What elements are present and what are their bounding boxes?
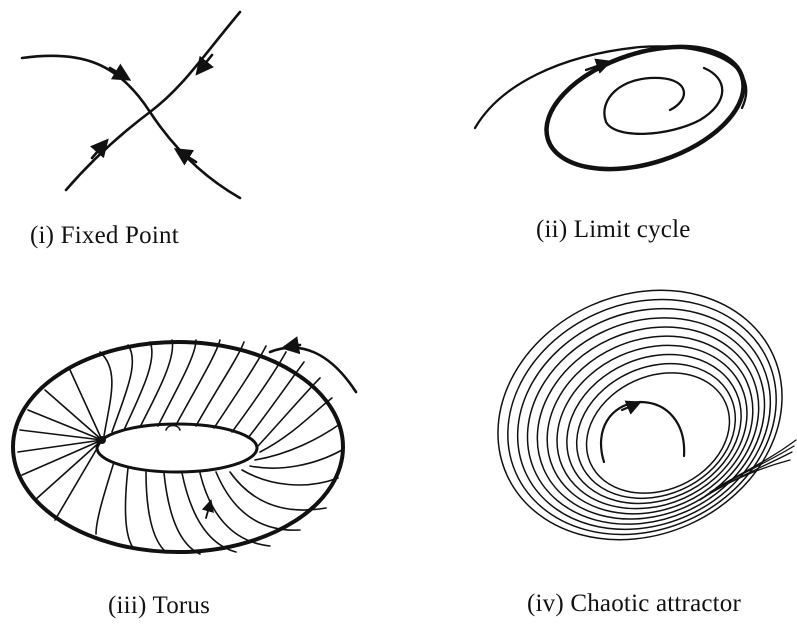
torus-inner-arrow <box>206 504 210 518</box>
attractor-entry-trajectory <box>601 402 684 462</box>
caption-limit-cycle: (ii) Limit cycle <box>536 216 691 244</box>
torus-outer-boundary <box>13 342 343 552</box>
torus-diagram <box>13 340 356 554</box>
caption-torus: (iii) Torus <box>108 592 210 620</box>
torus-fixed-point <box>98 436 106 444</box>
inner-spiral-trajectory <box>604 68 722 134</box>
chaotic-attractor-diagram <box>458 246 797 584</box>
torus-inner-notch <box>166 426 180 431</box>
fixed-point-diagram <box>22 12 240 198</box>
limit-cycle-diagram <box>475 24 759 192</box>
attractor-orbits <box>458 246 797 584</box>
caption-fixed-point: (i) Fixed Point <box>30 222 179 250</box>
incoming-trajectory-top <box>66 12 240 190</box>
caption-chaotic-attractor: (iv) Chaotic attractor <box>527 590 741 618</box>
limit-cycle-orbit <box>531 24 759 192</box>
trajectory-arrow-4 <box>180 152 196 162</box>
